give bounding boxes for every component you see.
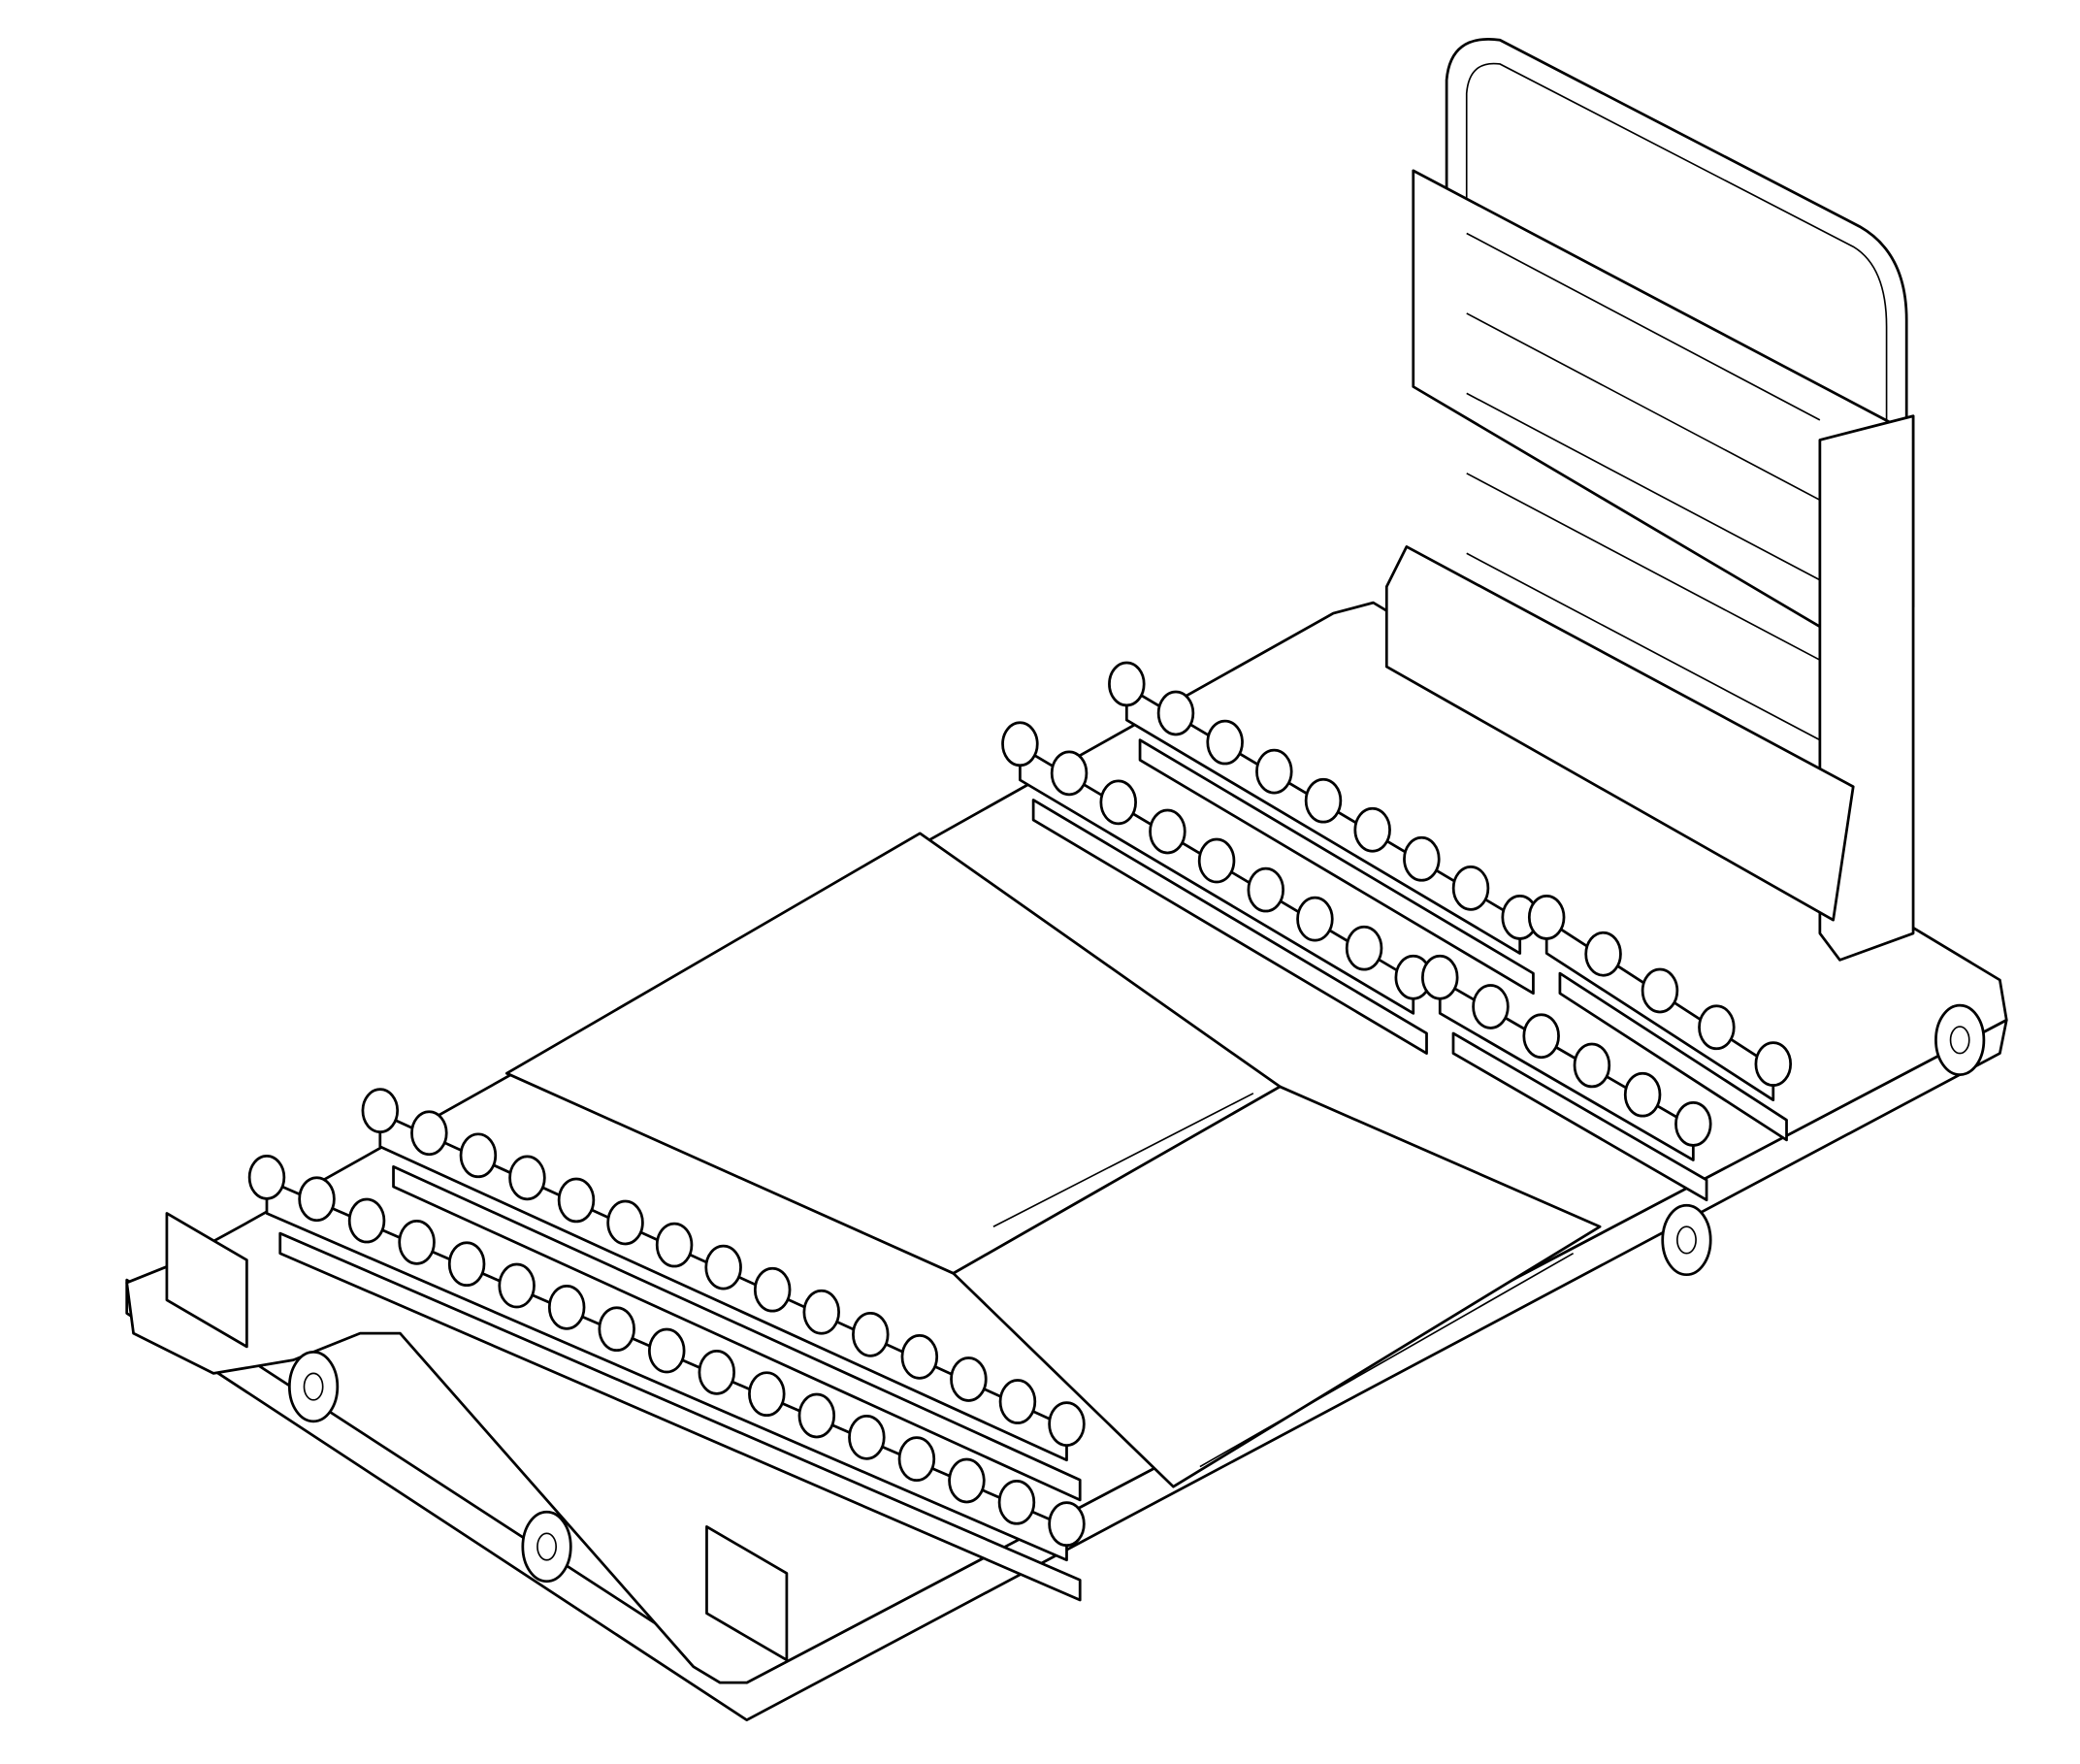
roller xyxy=(361,1088,400,1134)
backrest-slat xyxy=(1466,473,1821,661)
roller xyxy=(1472,984,1510,1029)
caster-hub xyxy=(1676,1225,1697,1255)
corner-guard-left xyxy=(165,1212,248,1349)
conveyor-rail xyxy=(392,1165,1082,1502)
conveyor-rail xyxy=(1138,738,1535,996)
roller xyxy=(1255,748,1293,795)
roller xyxy=(655,1222,694,1268)
roller xyxy=(1108,661,1146,707)
roller xyxy=(459,1132,498,1179)
roller xyxy=(1584,931,1622,977)
roller xyxy=(1206,719,1244,766)
roller xyxy=(398,1220,436,1265)
roller xyxy=(1451,865,1490,911)
roller xyxy=(897,1436,936,1483)
roller xyxy=(1641,967,1679,1014)
roller xyxy=(1197,837,1236,884)
roller xyxy=(1353,806,1391,853)
roller xyxy=(852,1311,890,1357)
roller xyxy=(410,1110,448,1157)
roller xyxy=(900,1334,939,1380)
roller xyxy=(598,1306,635,1353)
backrest-slat xyxy=(1466,552,1821,741)
roller xyxy=(698,1349,736,1395)
conveyor-rail xyxy=(278,1231,1082,1602)
roller xyxy=(704,1244,742,1290)
roller xyxy=(1421,954,1459,1000)
roller xyxy=(1698,1004,1736,1051)
roller xyxy=(1623,1071,1662,1118)
center-plate-right xyxy=(952,1085,1602,1488)
roller xyxy=(848,1414,886,1460)
conveyor-rail xyxy=(1451,1031,1708,1202)
conveyor-rail xyxy=(1438,978,1695,1161)
caster-wheel xyxy=(1934,1003,1986,1076)
caster-wheel xyxy=(287,1351,340,1423)
roller xyxy=(1527,895,1566,940)
caster-wheel xyxy=(521,1510,572,1584)
roller xyxy=(998,1379,1037,1424)
roller xyxy=(753,1266,792,1313)
backrest-slat xyxy=(1466,392,1821,581)
roller xyxy=(1156,690,1195,736)
conveyor-rail xyxy=(1031,799,1428,1055)
roller xyxy=(1403,835,1441,882)
roller xyxy=(1304,777,1343,824)
caster-hub xyxy=(536,1532,558,1561)
roller xyxy=(1296,896,1334,942)
roller xyxy=(1345,925,1383,971)
roller xyxy=(508,1155,546,1201)
roller xyxy=(797,1392,836,1439)
roller xyxy=(1050,750,1089,797)
roller xyxy=(997,1479,1036,1525)
roller xyxy=(447,1241,486,1288)
roller xyxy=(606,1199,644,1246)
backrest-slat xyxy=(1466,312,1821,502)
roller xyxy=(1099,779,1137,826)
roller xyxy=(557,1177,596,1224)
roller xyxy=(247,1155,286,1200)
roller xyxy=(1048,1501,1086,1548)
roller xyxy=(547,1284,586,1330)
backrest-lower xyxy=(1384,545,1855,922)
roller xyxy=(1573,1042,1611,1089)
handle-tube xyxy=(1445,38,1908,429)
roller xyxy=(1048,1401,1086,1447)
roller xyxy=(347,1197,386,1244)
corner-guard-front xyxy=(705,1525,789,1662)
roller xyxy=(1674,1101,1712,1147)
roller xyxy=(1522,1013,1560,1060)
roller xyxy=(950,1356,988,1402)
roller xyxy=(948,1457,986,1504)
caster-hub xyxy=(1949,1026,1970,1055)
roller xyxy=(298,1176,336,1223)
roller xyxy=(802,1289,840,1335)
caster-wheel xyxy=(1661,1203,1712,1277)
caster-hub xyxy=(303,1372,324,1401)
conveyor-rail xyxy=(1558,971,1788,1142)
roller xyxy=(1754,1041,1793,1087)
roller xyxy=(1247,866,1284,913)
roller xyxy=(1001,721,1039,768)
roller xyxy=(648,1327,686,1374)
backrest-slat xyxy=(1466,232,1821,421)
roller xyxy=(498,1262,536,1309)
roller xyxy=(1149,808,1186,855)
roller xyxy=(748,1371,786,1418)
